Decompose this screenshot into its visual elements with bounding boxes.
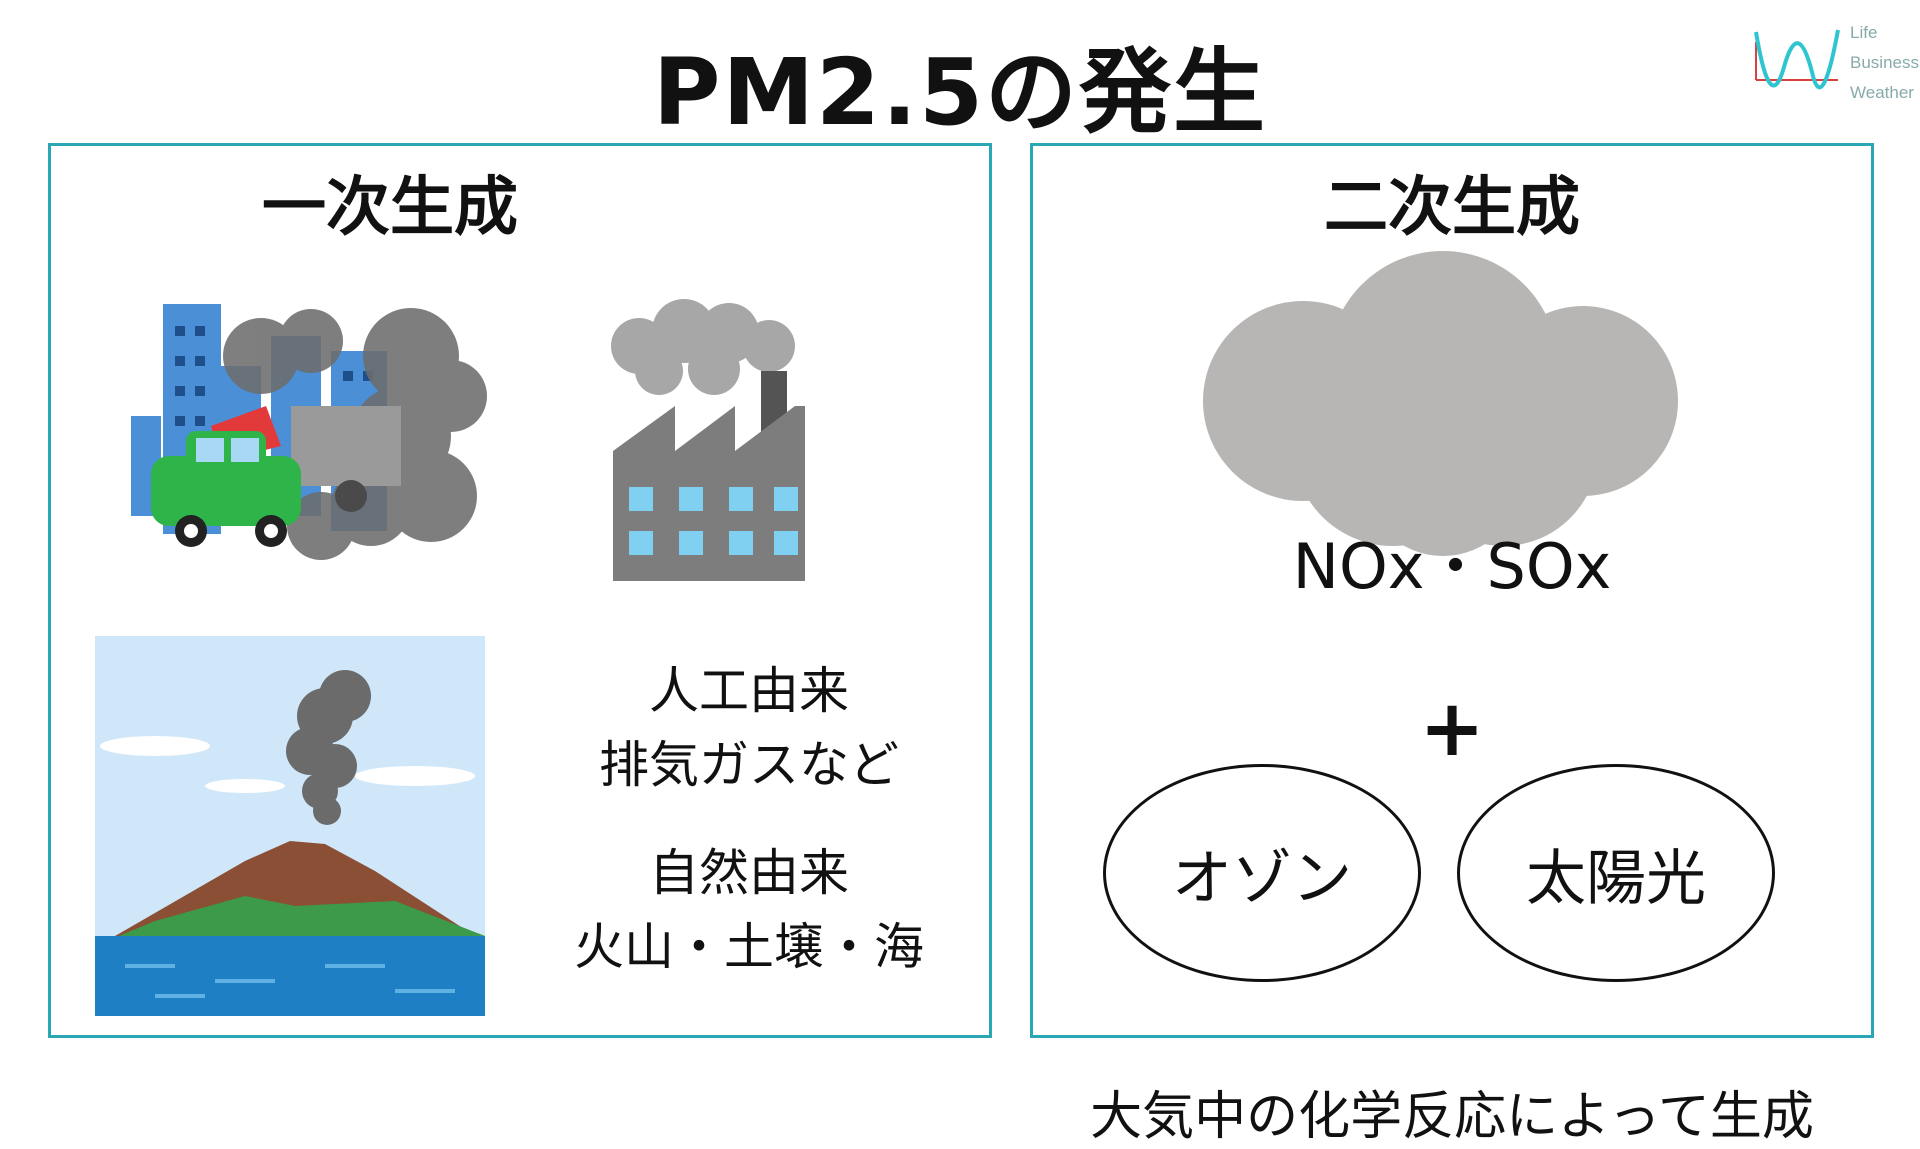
sunlight-ellipse: 太陽光: [1457, 764, 1775, 982]
man-made-detail: 排気ガスなど: [599, 736, 899, 794]
ozone-label: オゾン: [1172, 843, 1352, 914]
pollutants-label: NOx・SOx: [1292, 530, 1612, 603]
logo-line-life: Life: [1850, 23, 1878, 42]
city-exhaust-illustration: [131, 304, 487, 560]
ozone-ellipse: オゾン: [1103, 764, 1421, 982]
page-title: PM2.5の発生: [653, 39, 1267, 146]
primary-generation-panel: 一次生成: [48, 143, 992, 1038]
secondary-heading: 二次生成: [1324, 171, 1580, 245]
logo-line-business: Business: [1850, 53, 1919, 72]
natural-label: 自然由来 火山・土壌・海: [539, 836, 959, 984]
man-made-label: 人工由来 排気ガスなど: [539, 654, 959, 802]
natural-title: 自然由来: [649, 844, 849, 902]
secondary-generation-panel: 二次生成 NOx・SOx + オゾン 太陽光 大気中の化学反応によって生成: [1030, 143, 1874, 1147]
factory-illustration: [611, 299, 805, 581]
primary-heading: 一次生成: [262, 171, 518, 245]
reaction-caption: 大気中の化学反応によって生成: [1090, 1087, 1814, 1147]
man-made-title: 人工由来: [649, 662, 849, 720]
pollutant-cloud-shape: [1203, 251, 1678, 556]
sunlight-label: 太陽光: [1526, 843, 1706, 914]
brand-logo: Life Business Weather: [1752, 18, 1920, 108]
logo-wave-icon: [1754, 29, 1840, 90]
volcano-illustration: [95, 636, 485, 1016]
plus-sign: +: [1419, 684, 1485, 774]
logo-line-weather: Weather: [1850, 83, 1914, 102]
natural-detail: 火山・土壌・海: [574, 918, 924, 976]
